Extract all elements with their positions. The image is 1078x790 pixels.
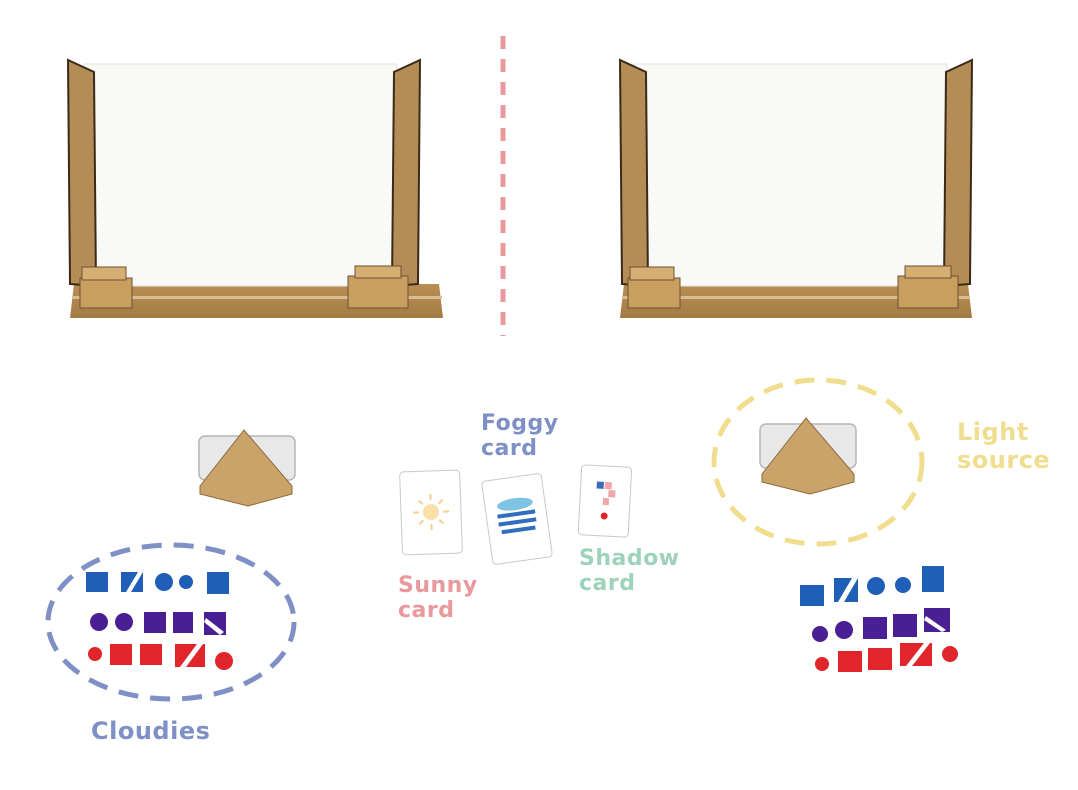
cloudies-label: Cloudies — [91, 717, 211, 745]
sunny-card-label: Sunny card — [398, 573, 478, 623]
phone-holder-left — [198, 429, 296, 507]
shadow-card — [577, 464, 633, 538]
light-source-ring — [711, 377, 925, 547]
phone-holder-right — [759, 417, 857, 495]
waves-icon — [497, 497, 537, 535]
foggy-card-label: Foggy card — [481, 411, 559, 461]
cloudies-pieces-right — [800, 566, 958, 672]
cloudies-pieces-left — [86, 572, 233, 670]
sunny-card — [399, 469, 463, 556]
foggy-card — [481, 473, 553, 565]
sun-icon — [412, 493, 450, 531]
stage-left — [66, 58, 443, 318]
light-source-label: Light source — [957, 418, 1051, 474]
cloudies-ring — [45, 542, 297, 702]
stage-right — [618, 58, 974, 318]
question-icon — [596, 481, 616, 520]
shadow-card-label: Shadow card — [579, 546, 680, 596]
